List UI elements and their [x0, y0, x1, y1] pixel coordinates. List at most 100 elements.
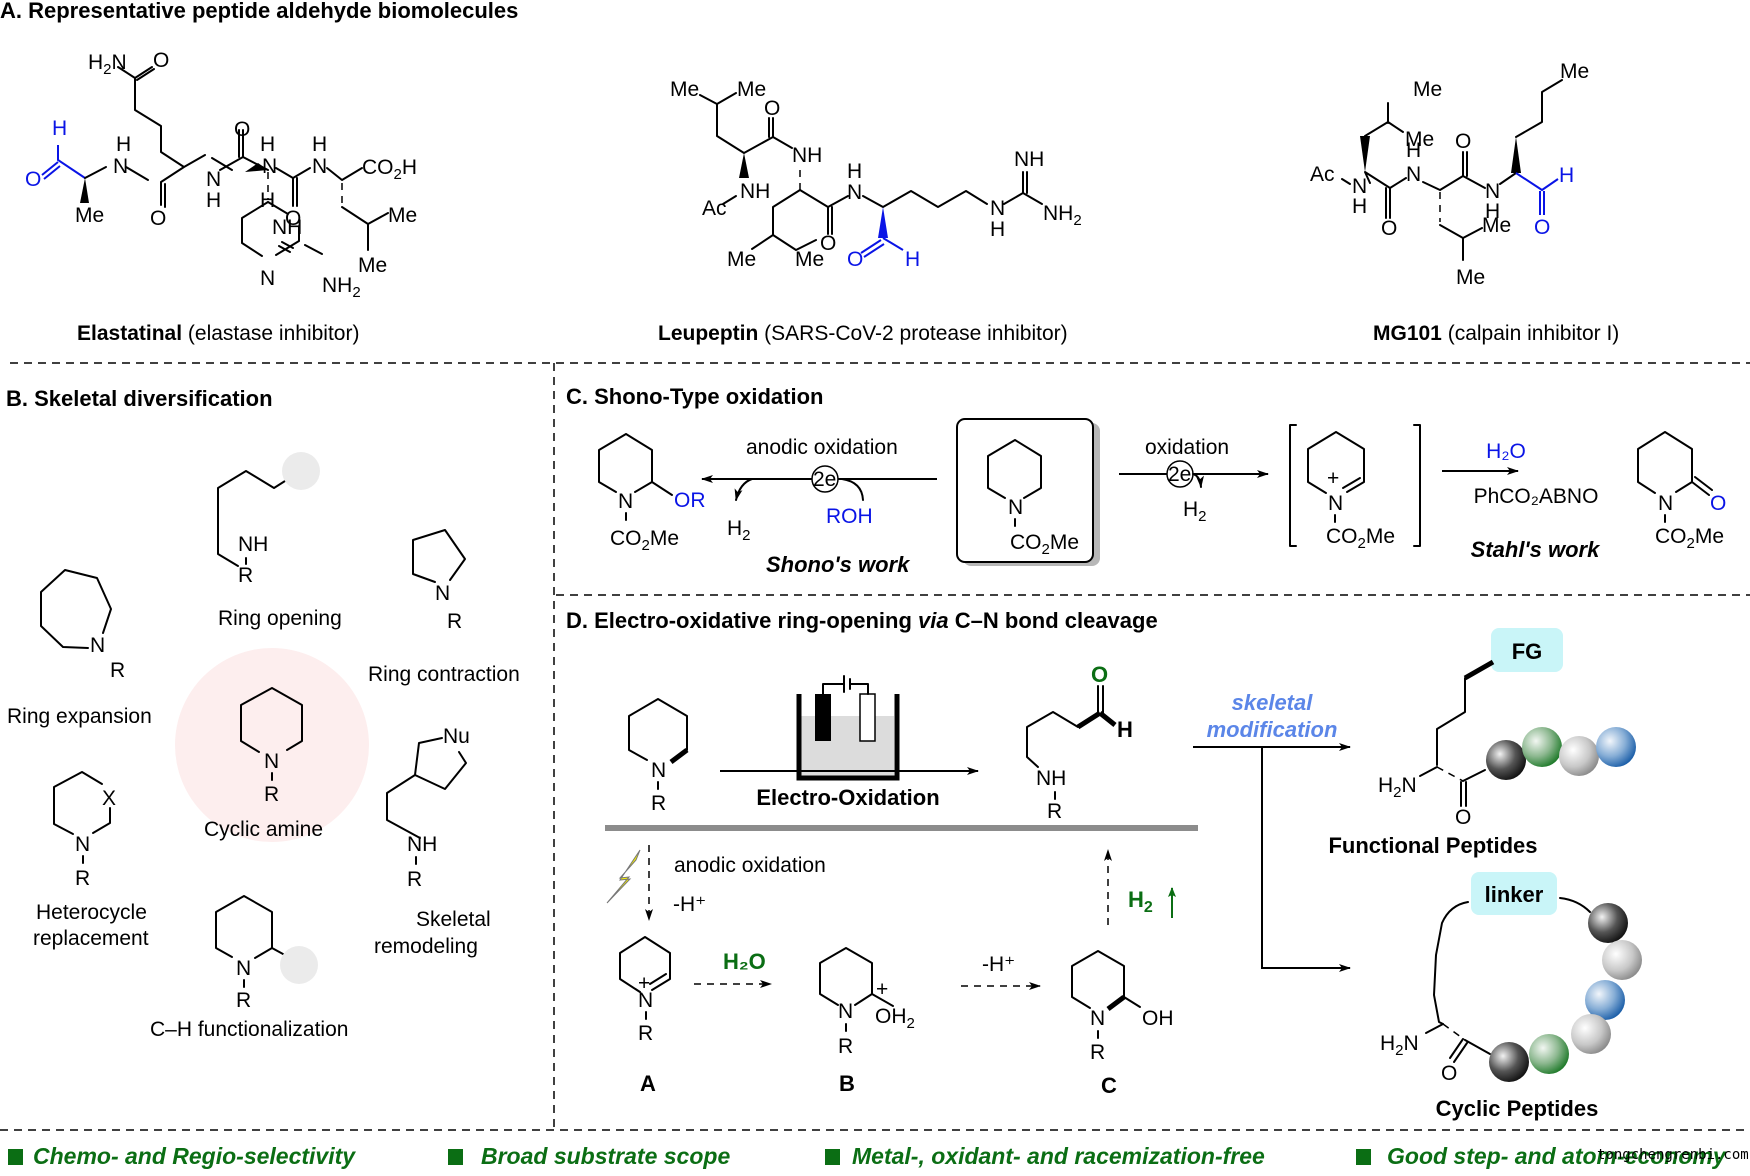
atom-label: N — [236, 957, 251, 980]
ring-bond — [53, 771, 111, 835]
bold-bond — [669, 748, 689, 764]
aldehyde-bond — [1515, 172, 1559, 215]
bold-bond — [1098, 711, 1117, 727]
ring-bond — [1637, 431, 1713, 496]
bond — [1364, 102, 1404, 137]
atom-label: X — [102, 787, 116, 810]
atom-label: R — [110, 659, 125, 682]
wedge-bond — [1511, 137, 1521, 173]
atom-label: O — [153, 49, 169, 72]
panel-c-title: C. Shono-Type oxidation — [566, 384, 823, 409]
residue-bead-blue — [1585, 980, 1625, 1020]
atom-label: NH — [792, 144, 822, 167]
curved-arrow-h2 — [734, 478, 753, 501]
cyclic-peptide: linker H2N O Cyclic Peptides — [1380, 872, 1642, 1121]
atom-label: H — [52, 117, 67, 140]
atom-label: O — [25, 168, 41, 191]
wedge-bond — [80, 178, 89, 203]
atom-label: H — [1406, 139, 1421, 162]
label-intermediate-b: B — [839, 1071, 855, 1096]
bond — [1499, 172, 1517, 185]
wedge-bond — [878, 207, 888, 238]
atom-label: NH — [1014, 148, 1044, 171]
atom-label: Ac — [702, 197, 727, 220]
atom-label: N — [90, 634, 105, 657]
chain-bond — [1436, 677, 1466, 766]
label-minus-h-2: -H⁺ — [982, 953, 1015, 976]
label-heterocycle-1: Heterocycle — [36, 901, 147, 924]
atom-label: NH2 — [1043, 202, 1082, 229]
ring-bond — [412, 529, 466, 583]
divider-bar — [605, 825, 1198, 831]
atom-label: N — [1485, 180, 1500, 203]
atom-label: N — [838, 1000, 853, 1023]
mechanism: anodic oxidation -H⁺ N + R A H₂O N R OH2… — [606, 845, 1176, 1098]
atom-label: N — [312, 155, 327, 178]
atom-label: N — [1090, 1007, 1105, 1030]
atom-label: R — [651, 792, 666, 815]
atom-label: H2N — [1378, 774, 1417, 801]
substituent-placeholder — [280, 946, 318, 984]
watermark: tongchengrenbi.com — [1597, 1147, 1749, 1163]
substrate-carbamate: N CO2Me — [987, 439, 1079, 558]
atom-label: N — [618, 490, 633, 513]
bond — [326, 167, 363, 181]
bond — [1419, 766, 1486, 807]
atom-label: O — [1381, 217, 1397, 240]
ring-bond — [819, 947, 894, 1007]
heterocycle-replacement: X N R Heterocycle replacement — [33, 771, 149, 950]
bold-bond — [1463, 659, 1495, 681]
bond — [84, 166, 107, 179]
curved-arrow-h2 — [1192, 473, 1204, 488]
atom-label: NH — [238, 533, 268, 556]
bond — [751, 189, 849, 251]
bond — [1003, 171, 1043, 205]
label-functional-peptides: Functional Peptides — [1328, 833, 1537, 858]
atom-label: N — [847, 181, 862, 204]
arrow-to-cyclic — [1261, 747, 1351, 972]
bond — [1123, 996, 1141, 1008]
panel-a-title: A. Representative peptide aldehyde biomo… — [0, 0, 518, 23]
atom-label: N — [1008, 496, 1023, 519]
atom-label: Me — [75, 204, 104, 227]
atom-label: NH — [407, 833, 437, 856]
electron-circle — [811, 465, 839, 493]
ring-bond — [386, 737, 467, 839]
label-intermediate-c: C — [1101, 1073, 1117, 1098]
atom-label: Me — [1482, 214, 1511, 237]
atom-label: H — [847, 160, 862, 183]
label-cyclic-peptides: Cyclic Peptides — [1436, 1096, 1599, 1121]
charge-plus: + — [638, 972, 650, 995]
panel-b: B. Skeletal diversification N R Cyclic a… — [6, 386, 520, 1041]
ch-functionalization: N R C–H functionalization — [150, 895, 348, 1041]
atom-label: Me — [727, 248, 756, 271]
atom-label: NH — [272, 216, 302, 239]
atom-label: R — [838, 1035, 853, 1058]
atom-label: N — [206, 168, 221, 191]
residue-bead-green — [1529, 1034, 1569, 1074]
label-skeletal-1: Skeletal — [416, 908, 491, 931]
atom-label: Me — [388, 204, 417, 227]
intermediate-c: N OH R C — [1071, 950, 1174, 1098]
feature-item: Good step- and atom-economy — [1356, 1143, 1726, 1170]
bond — [862, 190, 988, 208]
ring-bond — [1307, 431, 1365, 494]
atom-label: Nu — [443, 725, 470, 748]
atom-label: Me — [1560, 60, 1589, 83]
atom-label: N — [1406, 163, 1421, 186]
residue-bead-green — [1522, 727, 1562, 767]
atom-label: R — [407, 868, 422, 891]
atom-label: NH — [740, 180, 770, 203]
label-intermediate-a: A — [640, 1071, 656, 1096]
feature-text: Broad substrate scope — [481, 1143, 731, 1169]
atom-label: Me — [1456, 266, 1485, 289]
atom-label: N — [260, 267, 275, 290]
hash-bond — [1436, 766, 1464, 782]
ring-bond — [1071, 950, 1125, 1009]
intermediate-b: N R OH2 + B — [819, 947, 915, 1096]
atom-label: O — [847, 248, 863, 271]
ring-bond — [40, 569, 112, 649]
label-reagent: PhCO₂ABNO — [1474, 485, 1599, 508]
label-electro-oxidation: Electro-Oxidation — [756, 785, 939, 810]
